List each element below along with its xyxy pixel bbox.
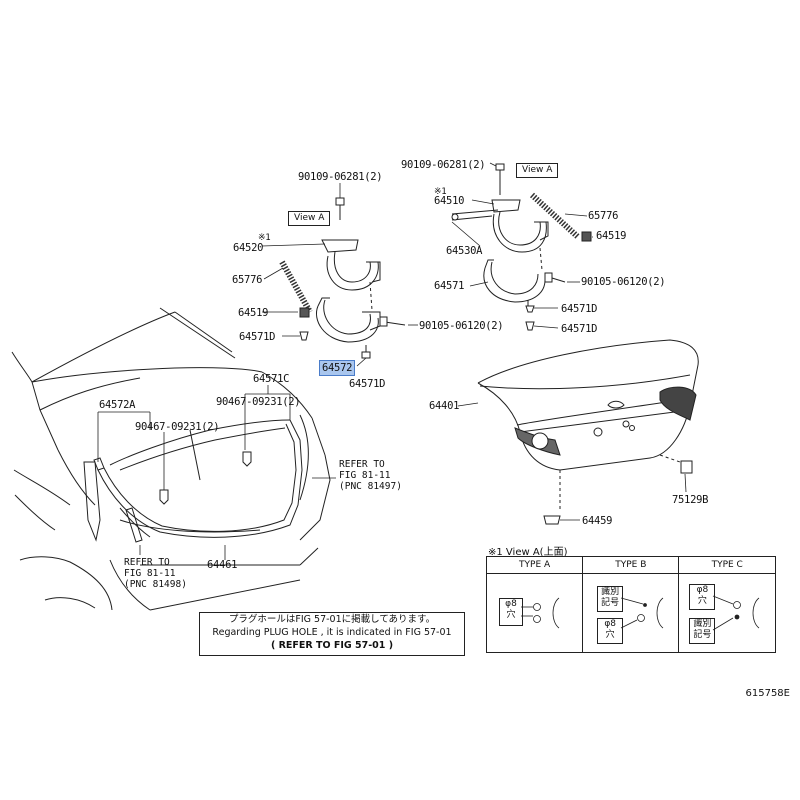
type-a-hole-diagram [521,597,560,629]
view-a-table-title: ※1 View A(上面) [488,547,568,558]
clip-90467-top-drawing [242,451,252,467]
mark-1-left: ※1 [258,233,271,243]
type-a-cell: φ8 穴 [485,573,584,653]
refer-to-fig-81-11-pnc-81497[interactable]: REFER TO FIG 81-11 (PNC 81497) [339,459,402,492]
label-90109-left[interactable]: 90109-06281(2) [298,171,383,183]
view-a-tag-right: View A [516,163,559,178]
label-65776-right[interactable]: 65776 [588,210,619,222]
part-75129b-drawing [680,460,693,474]
mark-1-right: ※1 [434,187,447,197]
label-64571[interactable]: 64571 [434,280,465,292]
type-a-header: TYPE A [485,556,584,574]
label-90467-left[interactable]: 90467-09231(2) [135,421,220,433]
refer-to-fig-81-11-pnc-81498[interactable]: REFER TO FIG 81-11 (PNC 81498) [124,557,187,590]
label-90109-right[interactable]: 90109-06281(2) [401,159,486,171]
view-a-tag-left: View A [288,211,331,226]
right-hinge-assembly-drawing [451,163,592,331]
type-b-cell: 識別 記号 φ8 穴 [582,573,680,653]
type-b-header: TYPE B [582,556,680,574]
label-90105-right[interactable]: 90105-06120(2) [581,276,666,288]
label-64571d-right1[interactable]: 64571D [561,303,598,315]
type-c-header: TYPE C [678,556,776,574]
label-64572a[interactable]: 64572A [99,399,136,411]
label-64519-right[interactable]: 64519 [596,230,627,242]
left-leader-lines [261,183,418,367]
plug-hole-note-ref[interactable]: ( REFER TO FIG 57-01 ) [270,640,394,651]
label-64571d-left1[interactable]: 64571D [239,331,276,343]
leader-64401 [457,402,479,407]
type-b-hole-diagram [621,597,664,629]
trunk-lid-64401-drawing [477,339,699,510]
label-64459[interactable]: 64459 [582,515,613,527]
label-64520[interactable]: 64520 [233,242,264,254]
right-leader-lines [451,162,593,329]
type-b-hole-label: φ8 穴 [597,618,624,644]
label-90105-left[interactable]: 90105-06120(2) [419,320,504,332]
weatherstrip-64461-drawing [93,414,309,538]
plug-hole-note: プラグホールはFIG 57-01に掲載してあります。 Regarding PLU… [199,612,465,656]
type-c-cell: φ8 穴 識別 記号 [678,573,776,653]
label-64571d-left2[interactable]: 64571D [349,378,386,390]
label-90467-top[interactable]: 90467-09231(2) [216,396,301,408]
label-64530a[interactable]: 64530A [446,245,483,257]
trim-small-drawing [125,507,143,543]
type-c-hole-diagram [713,595,760,631]
plug-hole-note-en: Regarding PLUG HOLE , it is indicated in… [212,627,452,638]
type-c-ident-label: 識別 記号 [689,618,716,644]
type-a-hole-label: φ8 穴 [499,598,523,626]
label-64519-left[interactable]: 64519 [238,307,269,319]
label-75129b[interactable]: 75129B [672,494,709,506]
leader-75129b [684,473,687,493]
left-label-leaders [97,385,336,560]
label-64461[interactable]: 64461 [207,559,238,571]
car-body-illustration [11,307,331,611]
label-64571c[interactable]: 64571C [253,373,290,385]
figure-code: 615758E [745,688,791,699]
part-64459-drawing [543,515,561,525]
label-65776-left[interactable]: 65776 [232,274,263,286]
label-64572-selected[interactable]: 64572 [318,360,356,376]
clip-90467-left-drawing [159,489,169,505]
left-hinge-assembly-drawing [279,197,406,359]
trim-64572a-drawing [83,461,101,542]
view-a-type-table: TYPE A TYPE B TYPE C φ8 穴 識別 記号 φ8 穴 [485,556,776,653]
type-b-ident-label: 識別 記号 [597,586,624,612]
plug-hole-note-jp: プラグホールはFIG 57-01に掲載してあります。 [228,614,436,625]
label-64401[interactable]: 64401 [429,400,460,412]
label-64571d-right2[interactable]: 64571D [561,323,598,335]
label-64510[interactable]: 64510 [434,195,465,207]
